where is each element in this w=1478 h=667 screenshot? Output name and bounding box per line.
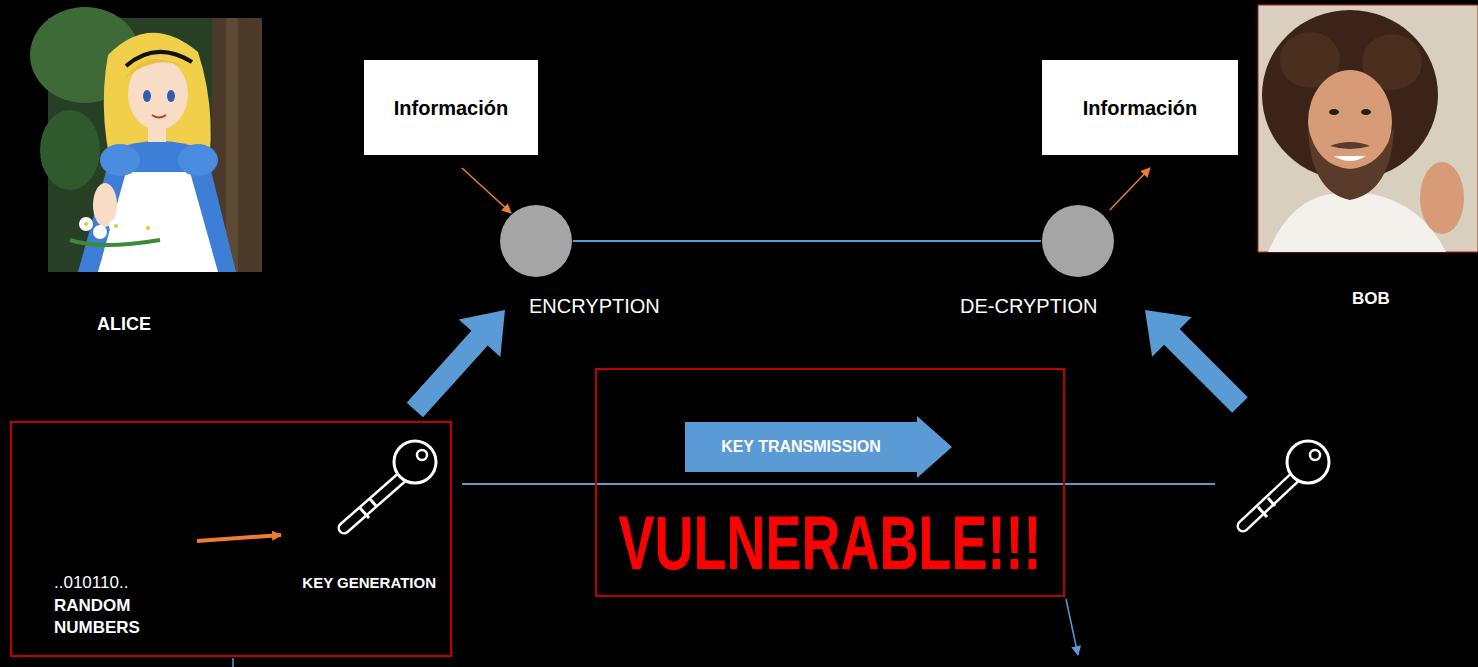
connector [407, 310, 505, 417]
connectors [407, 168, 1150, 417]
circle-outline [1041, 204, 1115, 278]
bob-photo [1268, 194, 1446, 252]
node-text: RANDOM NUMBERS [54, 595, 149, 639]
person-label: ALICE [97, 314, 151, 335]
connector [1110, 168, 1150, 210]
alice-picture [79, 217, 93, 231]
key-icon-right [1243, 478, 1294, 526]
alice-picture [125, 227, 139, 241]
circle-shape [500, 205, 572, 277]
key-icon-left [344, 478, 401, 528]
key-icon-right [1310, 450, 1320, 460]
bob-photo [1361, 109, 1371, 115]
alice-picture [93, 225, 107, 239]
key-to-decryption-arrow [1145, 310, 1248, 413]
info-box: Información [1042, 60, 1238, 155]
alice-picture [84, 222, 88, 226]
connector [462, 168, 511, 213]
info-box: Información [364, 60, 538, 155]
circle-outline [499, 204, 573, 278]
connector [573, 240, 1041, 242]
key-icon-right [1258, 498, 1275, 517]
bob-photo [1329, 109, 1339, 115]
key-icon-right [1287, 441, 1329, 483]
key-icon-left [417, 450, 427, 460]
alice-picture [143, 90, 151, 102]
key-icon-left [360, 499, 377, 518]
alice-picture [114, 224, 118, 228]
node-text: ENCRYPTION [529, 294, 660, 318]
node-text: KEY TRANSMISSION [685, 422, 917, 472]
bob-photo [1262, 10, 1438, 180]
key-generation-arrow [197, 535, 281, 541]
bob-photo [1330, 142, 1370, 149]
bob-photo [1334, 156, 1366, 161]
node-text: VULNERABLE!!! [597, 504, 1063, 580]
key-transmission-line [462, 483, 1215, 485]
key-transmission-arrow: KEY TRANSMISSION [685, 416, 952, 478]
node-text: KEY GENERATION [302, 574, 436, 592]
key-icon-left [344, 478, 401, 528]
alice-picture [109, 219, 123, 233]
node-text: Información [394, 96, 508, 120]
key-icon-right [1243, 478, 1294, 526]
node-text: DE-CRYPTION [960, 294, 1097, 318]
alice-picture [78, 141, 236, 272]
alice-picture [178, 144, 218, 176]
node-text: Información [1083, 96, 1197, 120]
circle-shape [1042, 205, 1114, 277]
arrow-shape [685, 416, 952, 478]
vulnerable-frame: VULNERABLE!!! KEY TRANSMISSION [595, 368, 1065, 597]
alice-picture [98, 172, 218, 272]
alice-picture [126, 52, 192, 66]
alice-picture [40, 110, 100, 190]
alice-picture [146, 226, 150, 230]
leader-line [1066, 599, 1078, 655]
alice-picture [167, 90, 175, 102]
decryption-node: DE-CRYPTION [1041, 204, 1115, 278]
node-text: ..010110.. [54, 573, 128, 593]
bob-photo [1258, 5, 1478, 252]
alice-picture [141, 221, 155, 235]
key-icon-right [1243, 441, 1329, 526]
encryption-node: ENCRYPTION [499, 204, 573, 278]
key-icon-left [344, 441, 436, 528]
bob-photo [1308, 126, 1394, 200]
alice-picture [100, 144, 140, 176]
alice-picture [226, 18, 238, 272]
person-label: BOB [1352, 289, 1390, 309]
bob-photo [1420, 162, 1464, 234]
leader-line [232, 658, 234, 667]
alice-picture [70, 240, 160, 245]
key-generation-frame: ..010110..RANDOM NUMBERS KEY GENERATION [10, 421, 452, 657]
alice-picture [152, 115, 166, 118]
bob-photo [1258, 5, 1478, 252]
key-icon-left [394, 441, 436, 483]
alice-picture [30, 7, 262, 272]
